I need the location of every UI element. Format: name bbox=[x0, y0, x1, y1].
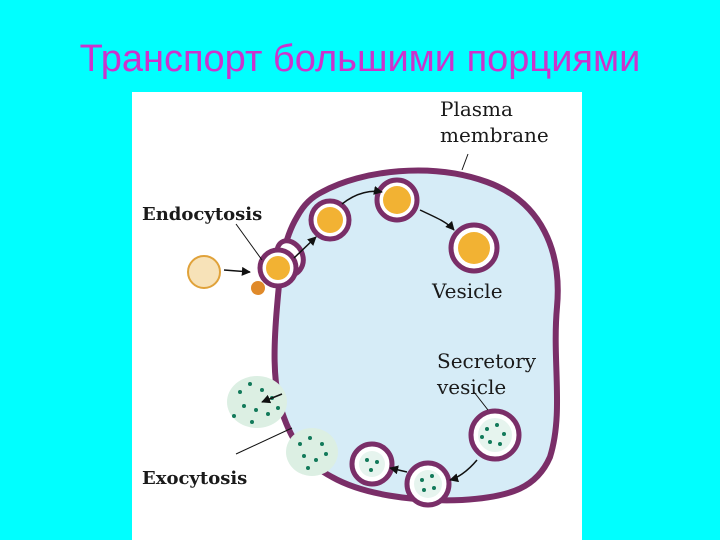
label-secretory-vesicle-2: vesicle bbox=[436, 375, 506, 399]
cargo-particle-outside bbox=[187, 255, 221, 289]
label-plasma-membrane-1: Plasma bbox=[440, 97, 513, 121]
arrow-endo-2 bbox=[341, 186, 383, 205]
slide-title: Транспорт большими порциями bbox=[79, 38, 641, 80]
endocytic-vesicle-1 bbox=[257, 247, 299, 289]
arrow-exo-1 bbox=[449, 459, 478, 483]
cargo-particle-pit bbox=[251, 281, 265, 295]
diagram-panel: Plasma membrane Endocytosis Vesicle Secr… bbox=[132, 92, 582, 540]
released-cargo-2 bbox=[286, 428, 338, 476]
endocytic-vesicle-2 bbox=[308, 198, 352, 242]
arrow-endocytosis-in bbox=[223, 266, 251, 276]
endocytic-vesicle-3 bbox=[374, 177, 420, 223]
arrow-endo-1 bbox=[293, 236, 317, 259]
transport-diagram: Plasma membrane Endocytosis Vesicle Secr… bbox=[142, 97, 561, 508]
label-endocytosis: Endocytosis bbox=[142, 204, 262, 225]
internal-vesicle bbox=[448, 222, 500, 274]
arrow-endo-3 bbox=[419, 209, 455, 231]
leader-secretory-vesicle bbox=[473, 391, 489, 411]
leader-endocytosis bbox=[235, 223, 263, 261]
exocytic-vesicle-2 bbox=[349, 441, 395, 487]
label-exocytosis: Exocytosis bbox=[142, 468, 247, 489]
released-cargo-1 bbox=[227, 376, 287, 428]
arrow-exo-2 bbox=[389, 465, 408, 475]
arrow-exo-release bbox=[261, 393, 283, 404]
leader-exocytosis bbox=[235, 427, 293, 455]
exocytic-vesicle-1 bbox=[404, 460, 452, 508]
label-secretory-vesicle-1: Secretory bbox=[437, 349, 537, 373]
leader-plasma-membrane bbox=[461, 153, 469, 171]
secretory-vesicle bbox=[468, 408, 522, 462]
label-vesicle: Vesicle bbox=[431, 279, 503, 303]
label-plasma-membrane-2: membrane bbox=[440, 123, 549, 147]
